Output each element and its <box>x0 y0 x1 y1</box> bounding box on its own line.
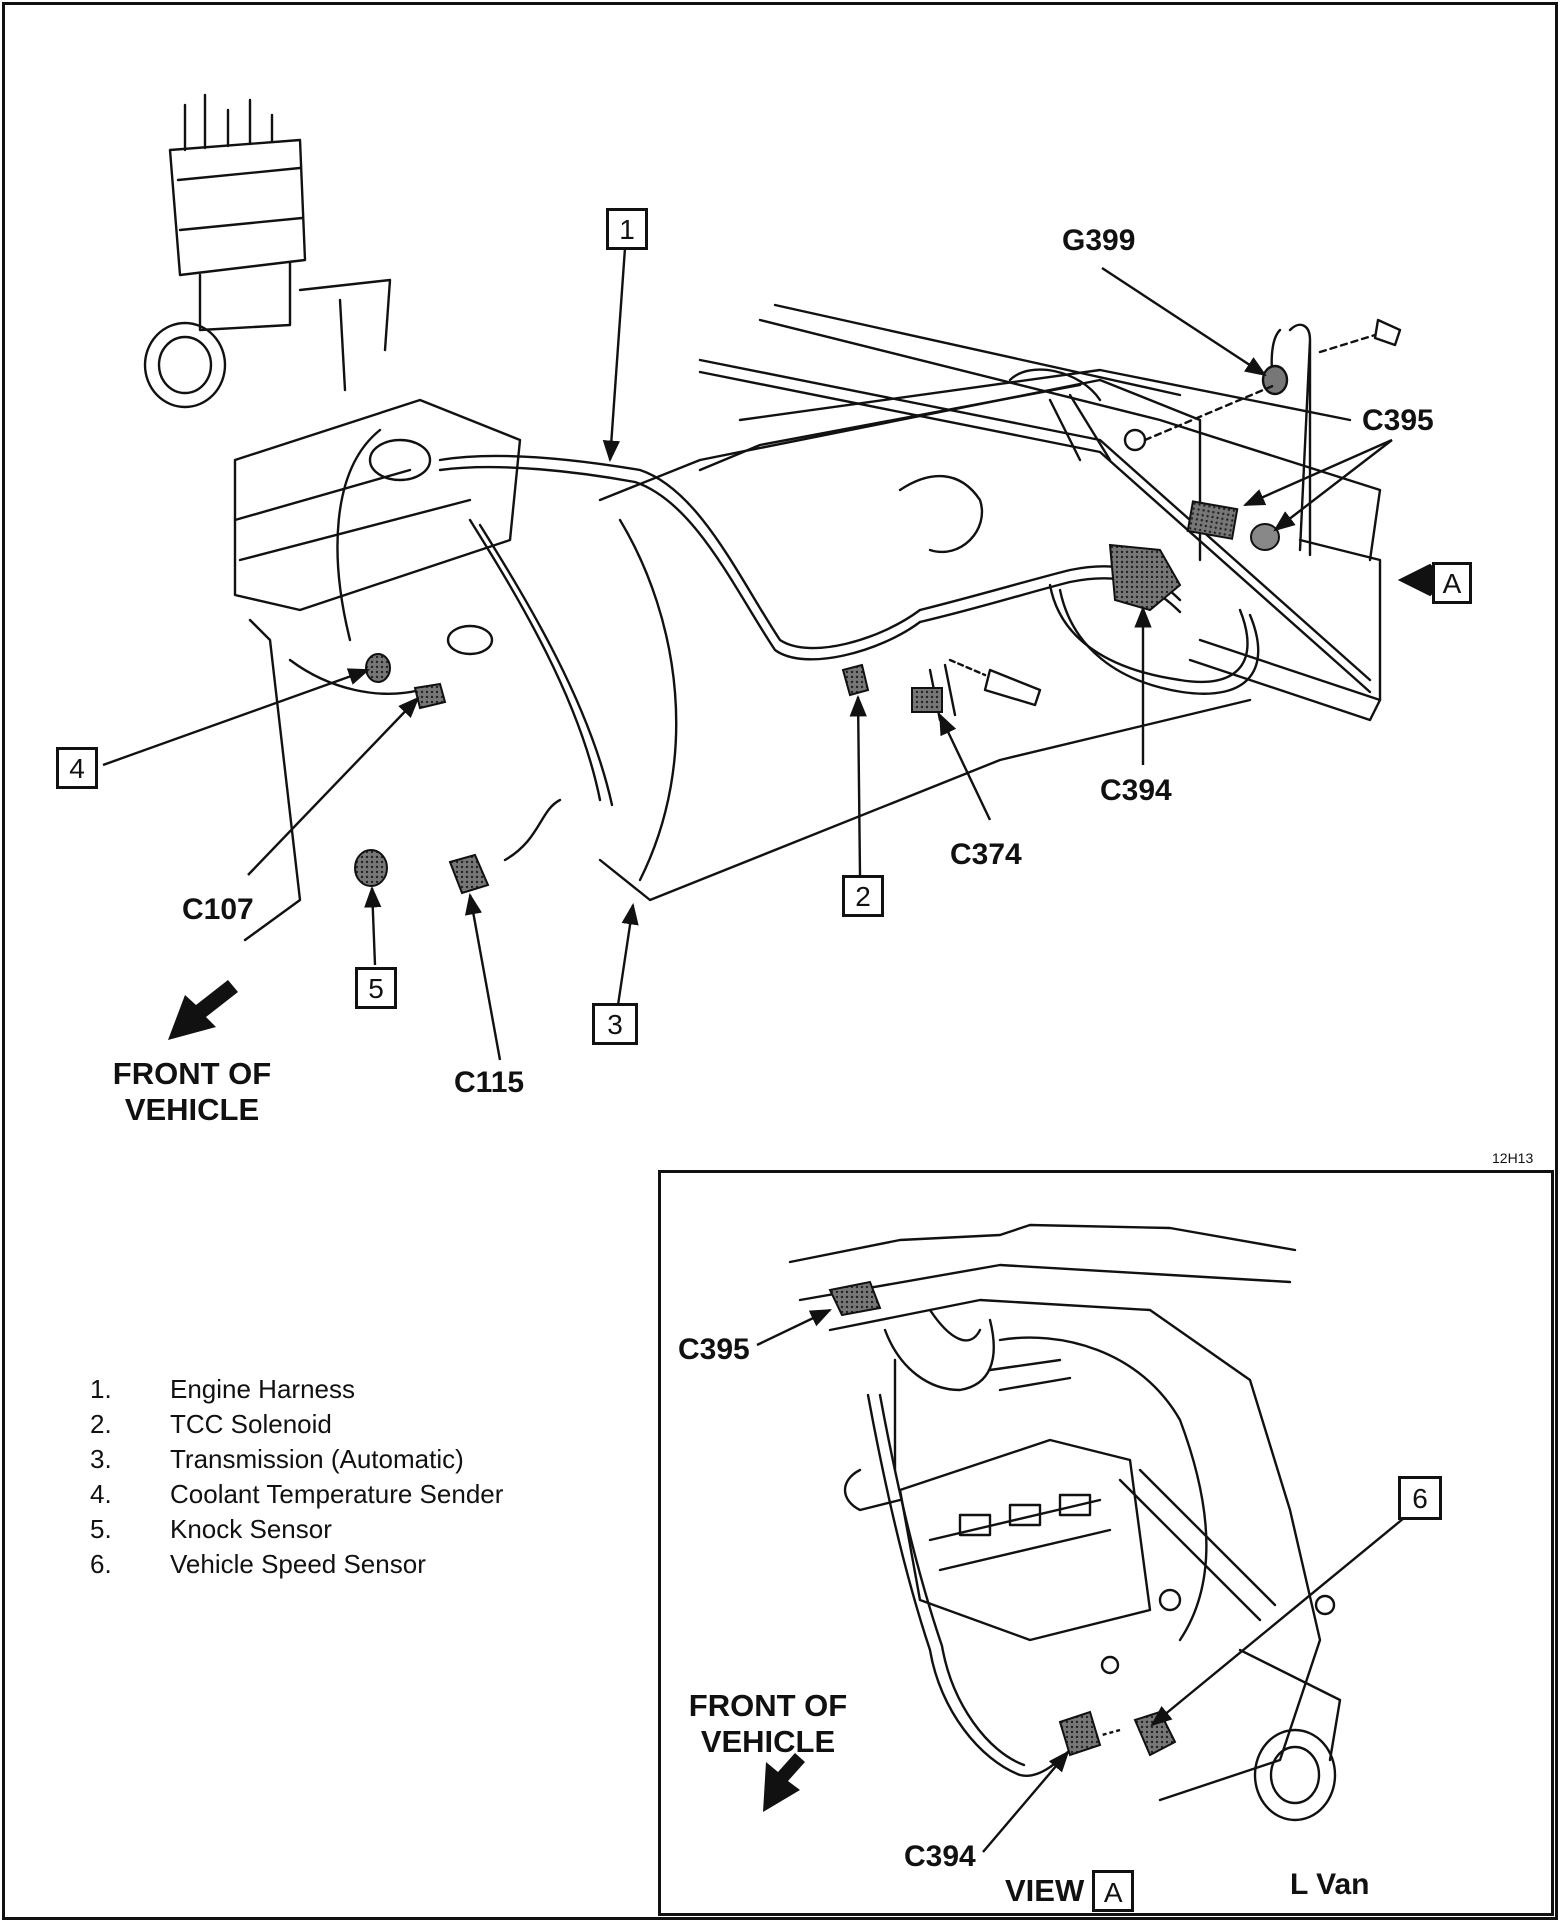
inset-transfer-case-illustration <box>788 1223 1342 1822</box>
callout-box-4: 4 <box>56 747 98 789</box>
c115-connector <box>448 853 490 895</box>
callout-g399: G399 <box>1062 224 1136 257</box>
legend-label: Transmission (Automatic) <box>170 1444 464 1474</box>
legend-label: Coolant Temperature Sender <box>170 1479 504 1509</box>
view-a-box: A <box>1432 562 1472 604</box>
leader-c107 <box>247 696 420 876</box>
knock-sensor <box>354 849 388 887</box>
callout-c395: C395 <box>1362 404 1434 437</box>
callout-box-3: 3 <box>592 1003 638 1045</box>
leader-c395-a <box>1243 438 1393 507</box>
leader-2 <box>849 694 867 876</box>
front-arrow-icon <box>168 980 238 1040</box>
callout-box-6: 6 <box>1398 1476 1442 1520</box>
coolant-temp-sender <box>365 653 391 683</box>
callout-c115: C115 <box>454 1066 525 1099</box>
inset-front-line2: VEHICLE <box>700 1724 836 1759</box>
leader-5 <box>364 885 382 966</box>
callout-c394: C394 <box>1100 774 1172 807</box>
legend-item: 1.Engine Harness <box>90 1374 355 1404</box>
inset-c394-connector <box>1058 1710 1102 1757</box>
inset-front-of-vehicle-label: FRONT OF VEHICLE <box>668 1688 868 1760</box>
legend-item: 4.Coolant Temperature Sender <box>90 1479 504 1509</box>
leader-g399 <box>1101 266 1267 377</box>
front-of-vehicle-line2: VEHICLE <box>124 1092 260 1127</box>
legend-label: Knock Sensor <box>170 1514 332 1544</box>
leader-c374 <box>938 713 992 821</box>
view-a-inset <box>658 1170 1554 1916</box>
leader-1 <box>602 247 627 463</box>
callout-c107: C107 <box>182 893 254 926</box>
legend-label: Vehicle Speed Sensor <box>170 1549 426 1579</box>
callout-c374: C374 <box>950 838 1022 871</box>
inset-callout-c394: C394 <box>904 1840 976 1873</box>
c107-connector <box>413 682 447 710</box>
legend: 1.Engine Harness 2.TCC Solenoid 3.Transm… <box>90 1372 503 1582</box>
c374-connector <box>911 687 943 713</box>
leader-3 <box>616 902 639 1006</box>
inset-leader-c394 <box>982 1750 1070 1853</box>
c394-connector <box>1108 543 1182 612</box>
view-label-text: VIEW <box>1005 1873 1085 1908</box>
c395-connector <box>1186 500 1239 540</box>
view-label-box: A <box>1092 1870 1135 1912</box>
front-of-vehicle-line1: FRONT OF <box>112 1056 272 1091</box>
distributor <box>143 93 392 409</box>
model-label: L Van <box>1290 1868 1370 1901</box>
figure-code: 12H13 <box>1492 1150 1534 1166</box>
legend-label: Engine Harness <box>170 1374 355 1404</box>
inset-c395-connector <box>828 1280 882 1317</box>
inset-leader-6 <box>1150 1517 1405 1727</box>
ground-strap <box>1123 318 1402 557</box>
bolt <box>983 668 1042 707</box>
inset-front-line1: FRONT OF <box>688 1688 848 1723</box>
callout-box-5: 5 <box>355 967 397 1009</box>
legend-item: 2.TCC Solenoid <box>90 1409 332 1439</box>
c395-mate <box>1250 523 1280 551</box>
callout-box-2: 2 <box>842 875 884 917</box>
view-a-label: VIEW A <box>1005 1870 1135 1912</box>
engine-block <box>233 398 522 942</box>
inset-callout-c395: C395 <box>678 1333 750 1366</box>
inset-front-arrow-icon <box>763 1753 805 1812</box>
inset-leader-c395 <box>756 1308 832 1347</box>
legend-item: 5.Knock Sensor <box>90 1514 332 1544</box>
transmission-body <box>598 303 1382 902</box>
leader-c115 <box>464 892 502 1061</box>
leader-4 <box>102 668 371 767</box>
legend-label: TCC Solenoid <box>170 1409 332 1439</box>
legend-item: 3.Transmission (Automatic) <box>90 1444 464 1474</box>
legend-item: 6.Vehicle Speed Sensor <box>90 1549 426 1579</box>
front-of-vehicle-label: FRONT OF VEHICLE <box>92 1056 292 1128</box>
leader-c395-b <box>1273 439 1393 532</box>
frame-rail <box>698 358 1372 694</box>
tcc-solenoid <box>841 663 870 697</box>
callout-box-1: 1 <box>606 208 648 250</box>
